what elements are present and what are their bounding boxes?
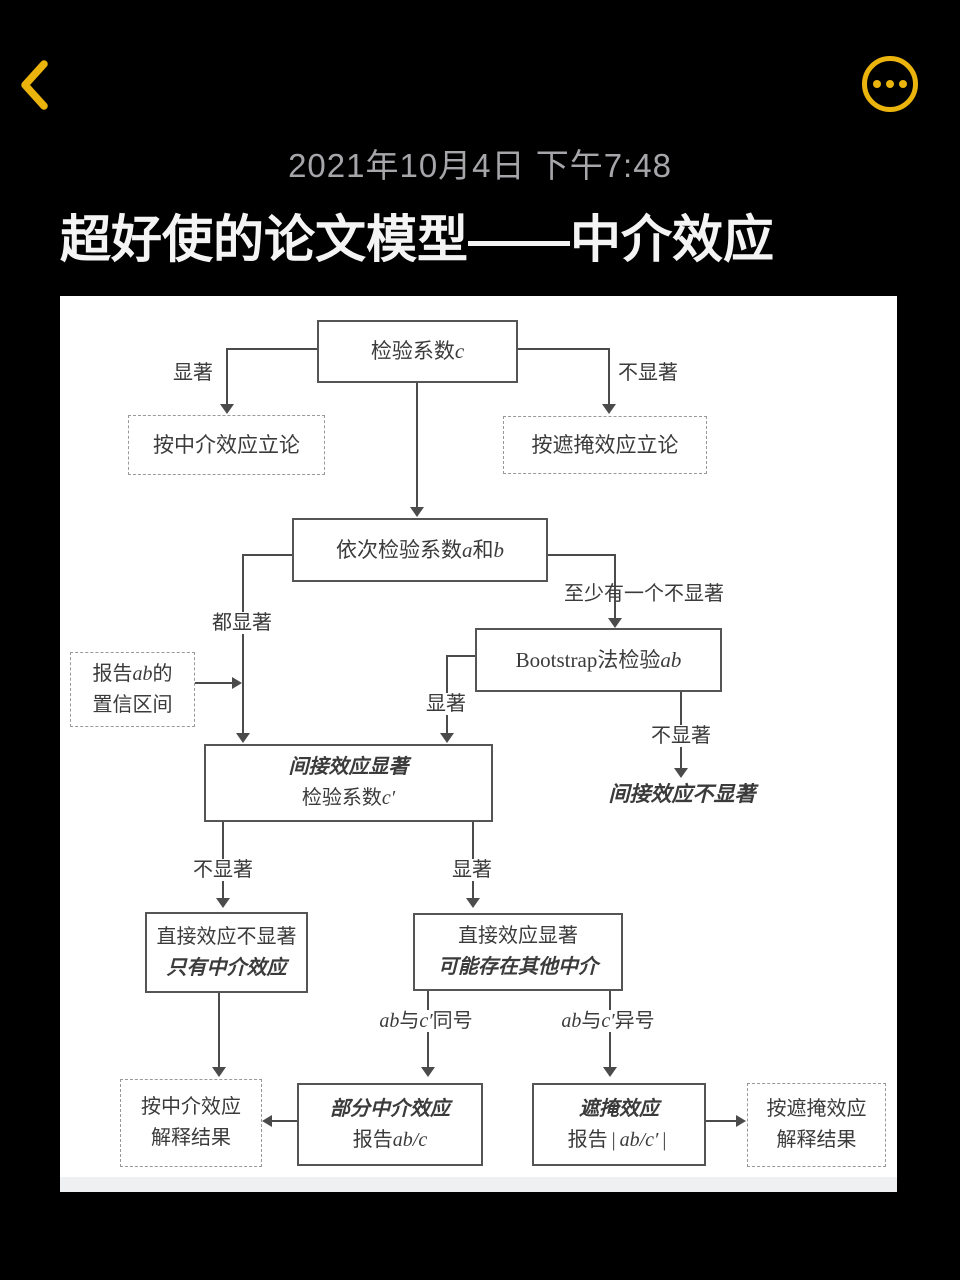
node-text: 可能存在其他中介 [438,956,598,978]
edge-line [608,348,610,406]
arrowhead-down [410,507,424,517]
edge-label-different-sign: ab与c′异号 [560,1010,656,1032]
node-text: Bootstrap法检验ab [515,647,682,672]
node-partial-mediation: 部分中介效应 报告ab/c [297,1083,483,1166]
node-argue-by-masking-effect: 按遮掩效应立论 [503,416,707,474]
arrowhead-down [608,618,622,628]
text-indirect-effect-not-significant: 间接效应不显著 [608,782,756,806]
edge-line [227,348,317,350]
node-report-ab-confidence-interval: 报告ab的 置信区间 [70,652,195,727]
node-text: 置信区间 [92,693,173,716]
edge-line [447,655,475,657]
edge-label-significant: 显著 [418,693,474,715]
node-text: 报告ab/c [352,1128,428,1151]
arrowhead-down [212,1067,226,1077]
arrowhead-down [440,733,454,743]
node-text: 间接效应显著 [288,756,409,778]
ellipsis-icon [886,80,894,88]
arrowhead-left [262,1115,272,1127]
arrowhead-right [736,1115,746,1127]
more-button[interactable] [862,56,918,112]
node-text: 报告ab的 [92,662,173,685]
node-text: 遮掩效应 [579,1097,659,1120]
arrowhead-down [421,1067,435,1077]
node-direct-effect-not-significant: 直接效应不显著 只有中介效应 [145,912,308,993]
ellipsis-icon [899,80,907,88]
note-date: 2021年10月4日 下午7:48 [288,147,672,184]
edge-line [272,1120,297,1122]
node-text: 按中介效应 [141,1096,241,1118]
edge-label-significant: 显著 [173,362,213,384]
chevron-left-icon [21,60,48,110]
arrowhead-right [232,677,242,689]
edge-line [195,682,233,684]
node-argue-by-mediation-effect: 按中介效应立论 [128,415,325,475]
edge-label-not-significant: 不显著 [648,725,714,747]
edge-label-not-significant: 不显著 [618,362,678,384]
note-title[interactable]: 超好使的论文模型——中介效应 [60,211,775,268]
edge-label-both-significant: 都显著 [210,612,274,634]
edge-line [242,554,244,735]
arrowhead-down [220,404,234,414]
node-text: 按遮掩效应 [766,1098,867,1120]
node-text: 只有中介效应 [166,956,287,979]
edge-label-not-significant: 不显著 [188,859,258,881]
node-bootstrap-test-ab: Bootstrap法检验ab [475,628,722,692]
arrowhead-down [603,1067,617,1077]
node-text: 解释结果 [151,1127,231,1149]
flowchart-image[interactable]: 显著 不显著 都显著 至少有一个不显著 显著 不显著 间接效应不显著 不显著 显… [60,296,897,1192]
image-bottom-shade [60,1177,897,1192]
node-masking-effect: 遮掩效应 报告|ab/c′| [532,1083,706,1166]
edge-label-significant: 显著 [444,859,500,881]
edge-line [518,348,610,350]
edge-line [416,383,418,509]
node-text: 按遮掩效应立论 [531,432,679,457]
arrowhead-down [216,898,230,908]
node-text: 部分中介效应 [330,1097,450,1120]
edge-label-same-sign: ab与c′同号 [378,1010,474,1032]
ellipsis-icon [873,80,881,88]
arrowhead-down [674,768,688,778]
node-text: 按中介效应立论 [153,432,300,457]
node-text: 解释结果 [776,1129,857,1151]
node-test-coefficient-c: 检验系数c [317,320,518,383]
node-direct-effect-significant: 直接效应显著 可能存在其他中介 [413,913,623,991]
node-text: 检验系数c [370,339,465,363]
node-text: 报告|ab/c′| [567,1128,667,1151]
edge-line [243,554,292,556]
edge-line [614,554,616,620]
arrowhead-down [236,733,250,743]
node-text: 直接效应不显著 [156,925,297,948]
node-interpret-as-mediation: 按中介效应 解释结果 [120,1079,262,1167]
node-interpret-as-masking: 按遮掩效应 解释结果 [747,1083,886,1167]
back-button[interactable] [16,57,56,113]
node-text: 检验系数c′ [301,787,396,809]
node-indirect-effect-significant: 间接效应显著 检验系数c′ [204,744,493,822]
edge-label-at-least-one-not-significant: 至少有一个不显著 [564,583,724,605]
edge-line [226,348,228,406]
node-text: 直接效应显著 [458,925,578,947]
node-text: 依次检验系数a和b [336,537,504,562]
arrowhead-down [466,898,480,908]
edge-line [218,993,220,1069]
edge-line [548,554,615,556]
arrowhead-down [602,404,616,414]
node-test-coefficients-a-and-b: 依次检验系数a和b [292,518,548,582]
edge-line [706,1120,736,1122]
